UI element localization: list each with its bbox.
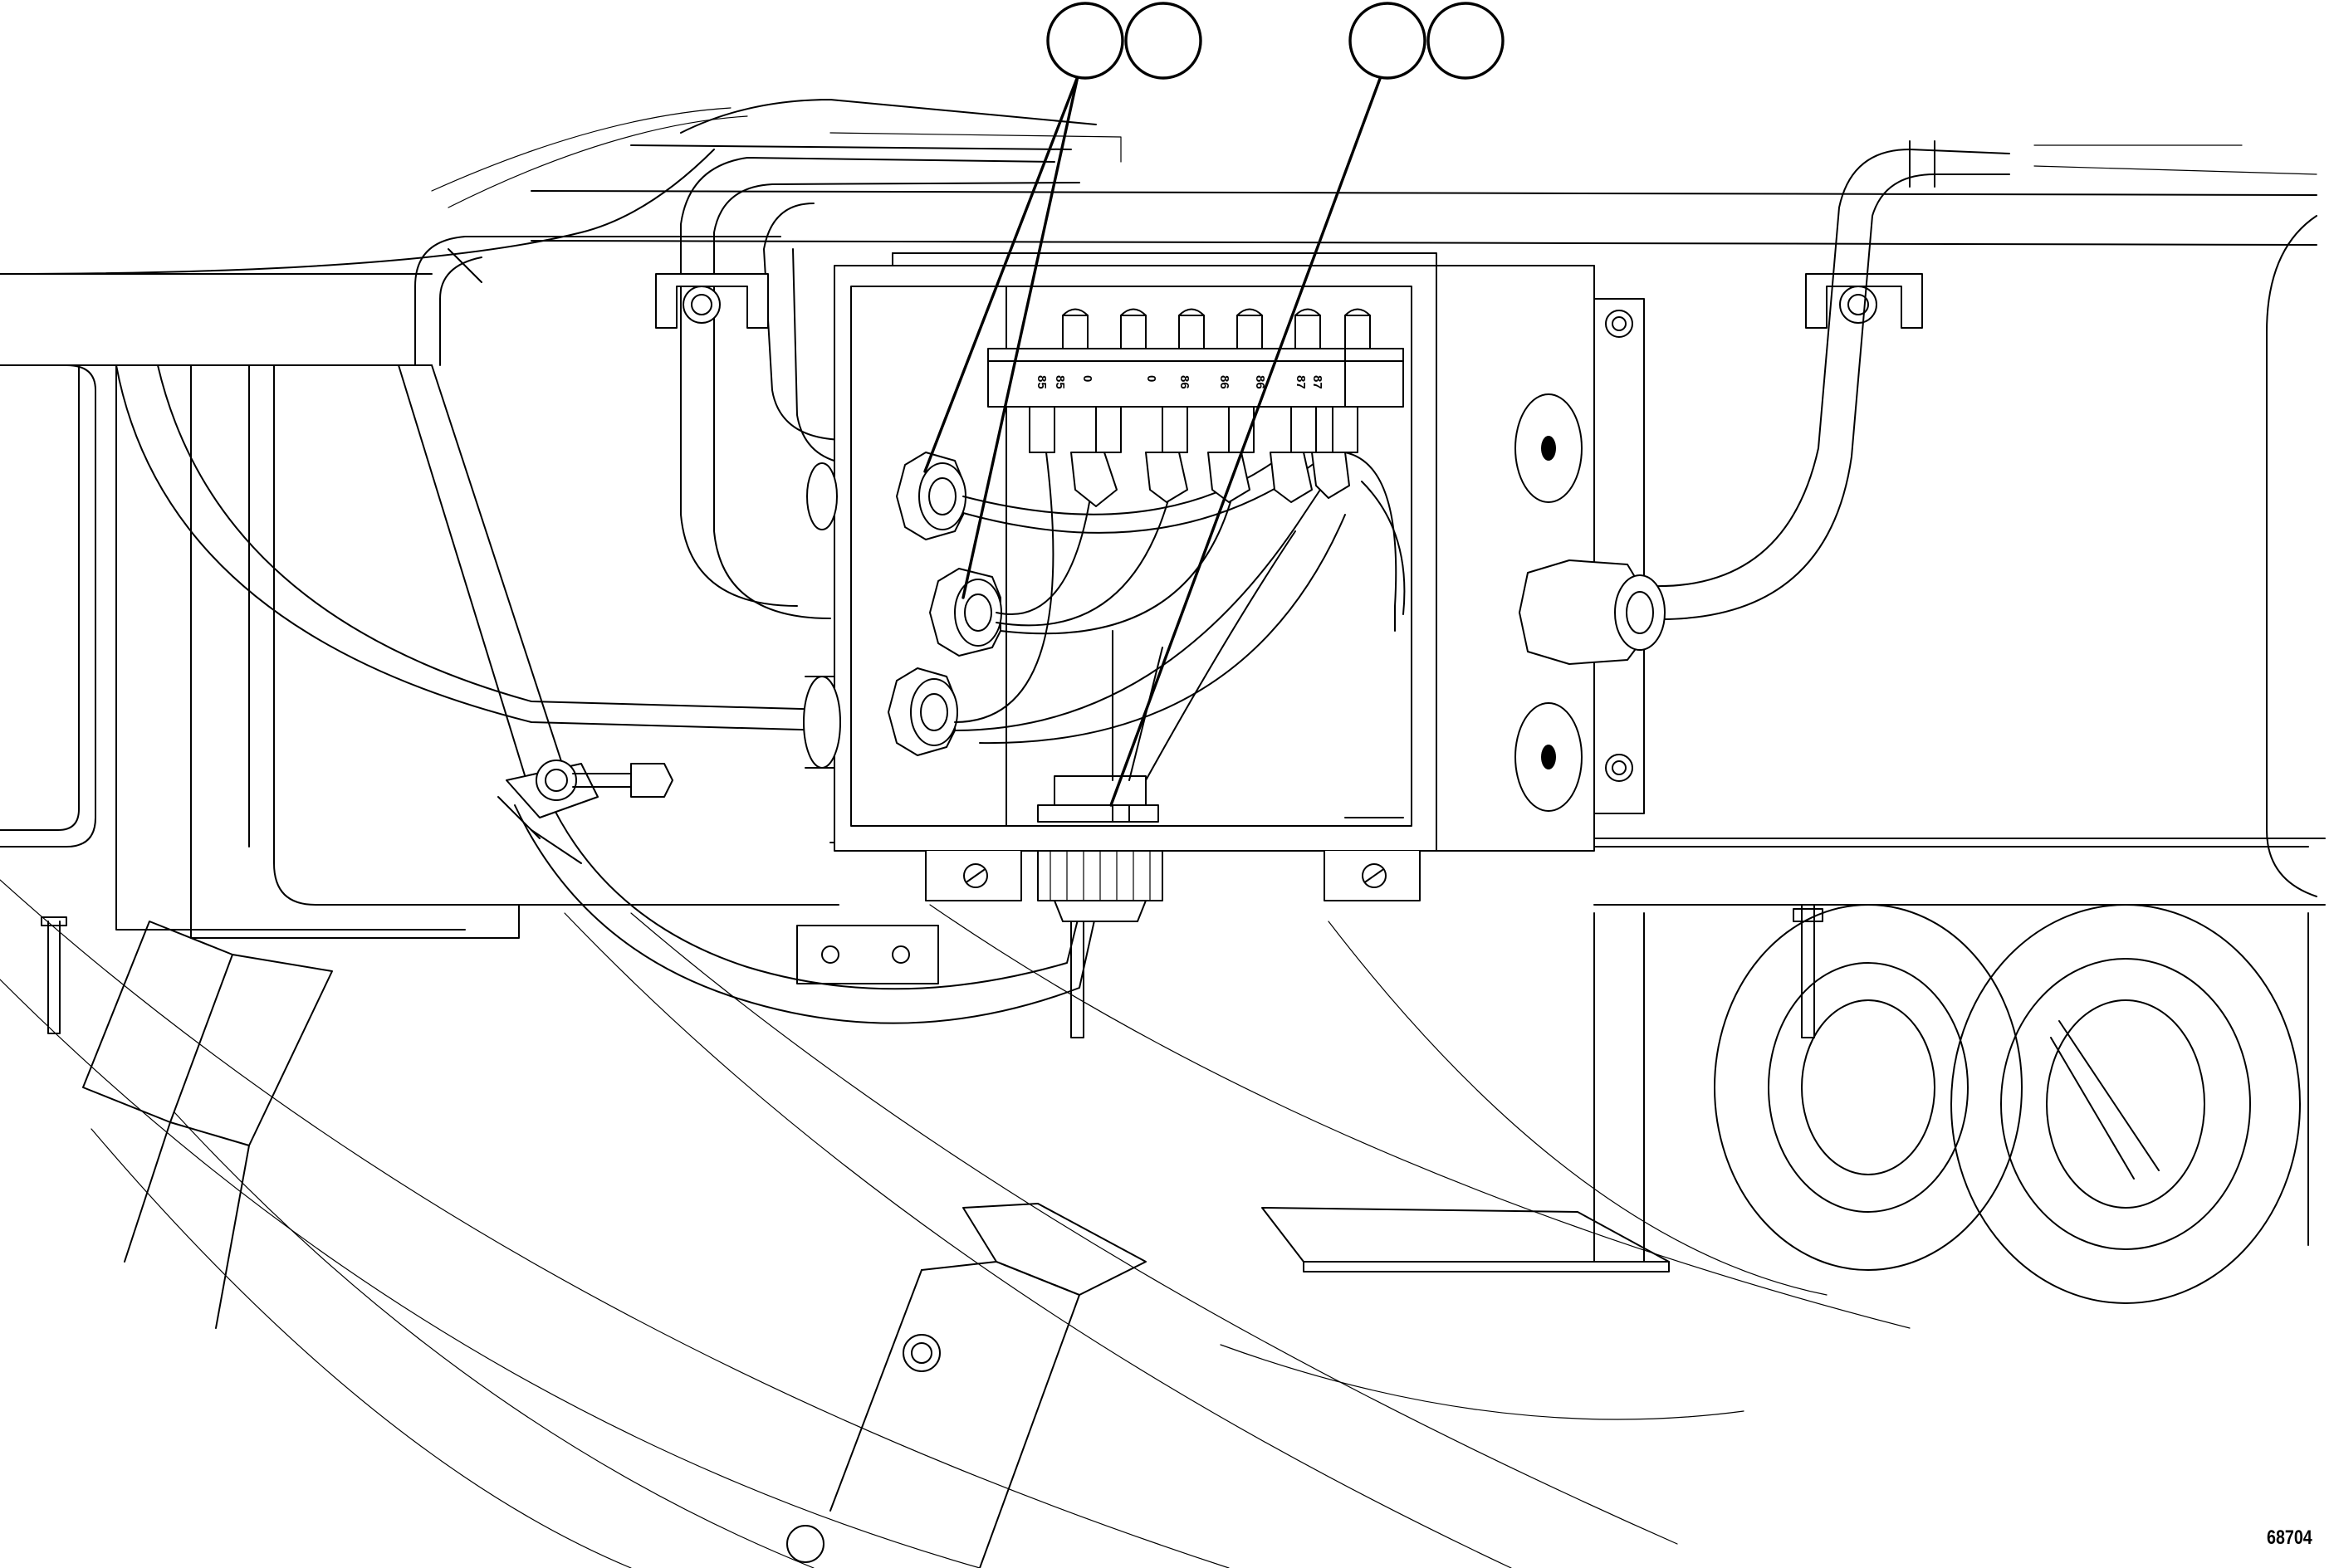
callouts — [923, 2, 1505, 807]
callout-balloon-2 — [1124, 2, 1202, 80]
terminal-label: 0 — [1080, 375, 1094, 382]
left-cable-glands — [803, 452, 1002, 769]
terminal-label: 0 — [1144, 375, 1158, 382]
terminal-label: 87 — [1294, 375, 1308, 389]
coiled-tubes — [1593, 904, 2309, 1304]
junction-box: 85 85 0 0 86 86 86 87 87 — [803, 252, 1666, 922]
terminal-label: 86 — [1253, 375, 1267, 389]
terminal-label: 86 — [1217, 375, 1231, 389]
callout-balloon-1 — [1046, 2, 1124, 80]
terminal-label: 85 — [1053, 375, 1067, 389]
callout-balloon-4 — [1426, 2, 1505, 80]
terminal-label: 87 — [1310, 375, 1324, 389]
frame-rail — [0, 99, 2326, 939]
internal-wiring — [954, 452, 1406, 781]
clamps — [506, 273, 1923, 818]
hose-loops — [115, 157, 1097, 1024]
right-hose — [1635, 140, 2010, 620]
vertical-rods — [41, 904, 1823, 1038]
figure-id-number: 68704 — [2267, 1526, 2312, 1549]
lower-mount-structure — [0, 879, 1911, 1568]
terminal-label: 85 — [1035, 375, 1049, 389]
terminal-label: 86 — [1177, 375, 1191, 389]
callout-balloon-3 — [1348, 2, 1426, 80]
terminal-strip: 85 85 0 0 86 86 86 87 87 — [987, 308, 1404, 453]
